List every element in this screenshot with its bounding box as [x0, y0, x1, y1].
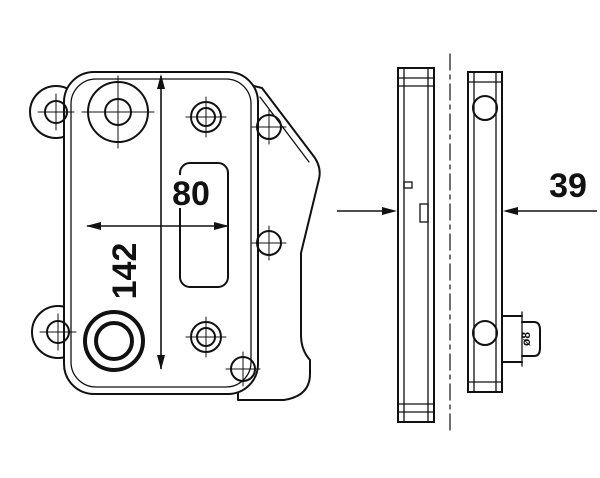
core-detail-notch	[403, 181, 413, 189]
depth-dimension: 39	[337, 167, 597, 215]
side-view	[397, 53, 541, 435]
depth-dimension-label: 39	[549, 167, 587, 205]
width-dimension: 80	[86, 175, 229, 230]
arrow-left-icon	[503, 207, 518, 215]
arrow-left-icon	[86, 222, 101, 230]
core-detail-tab	[419, 203, 429, 223]
outlet-pipe	[501, 311, 541, 367]
ear-hole-bottom-left	[39, 313, 77, 351]
arrow-down-icon	[157, 355, 165, 370]
center-window	[179, 162, 229, 288]
core-profile	[397, 67, 435, 423]
arrow-right-icon	[214, 222, 229, 230]
pipe-nipple	[521, 321, 541, 357]
label-mask	[166, 175, 218, 208]
flange-inner-edge	[259, 96, 310, 163]
height-dimension: 142	[106, 74, 165, 370]
bolt-hole-top-right	[185, 96, 227, 138]
oil-port-inner	[94, 321, 134, 361]
oil-port-outer	[83, 310, 145, 372]
arrow-up-icon	[157, 74, 165, 89]
arrow-right-icon	[382, 207, 397, 215]
flange-hole-top	[251, 109, 287, 145]
port-boss-top-left	[81, 75, 155, 149]
side-bolt-hole-top	[472, 95, 498, 121]
width-dimension-label: 80	[172, 175, 210, 213]
bolt-hole-bottom-right	[225, 351, 261, 387]
bolt-hole-bottom-middle	[185, 316, 227, 358]
side-bolt-hole-bottom	[472, 320, 498, 346]
pipe-diameter-label: ø8	[519, 332, 533, 346]
front-view	[29, 71, 321, 401]
flange-profile	[467, 71, 503, 393]
flange-hole-middle	[251, 225, 287, 261]
height-dimension-label: 142	[106, 243, 144, 300]
oil-port	[83, 310, 145, 372]
ear-hole-top-left	[37, 93, 75, 131]
